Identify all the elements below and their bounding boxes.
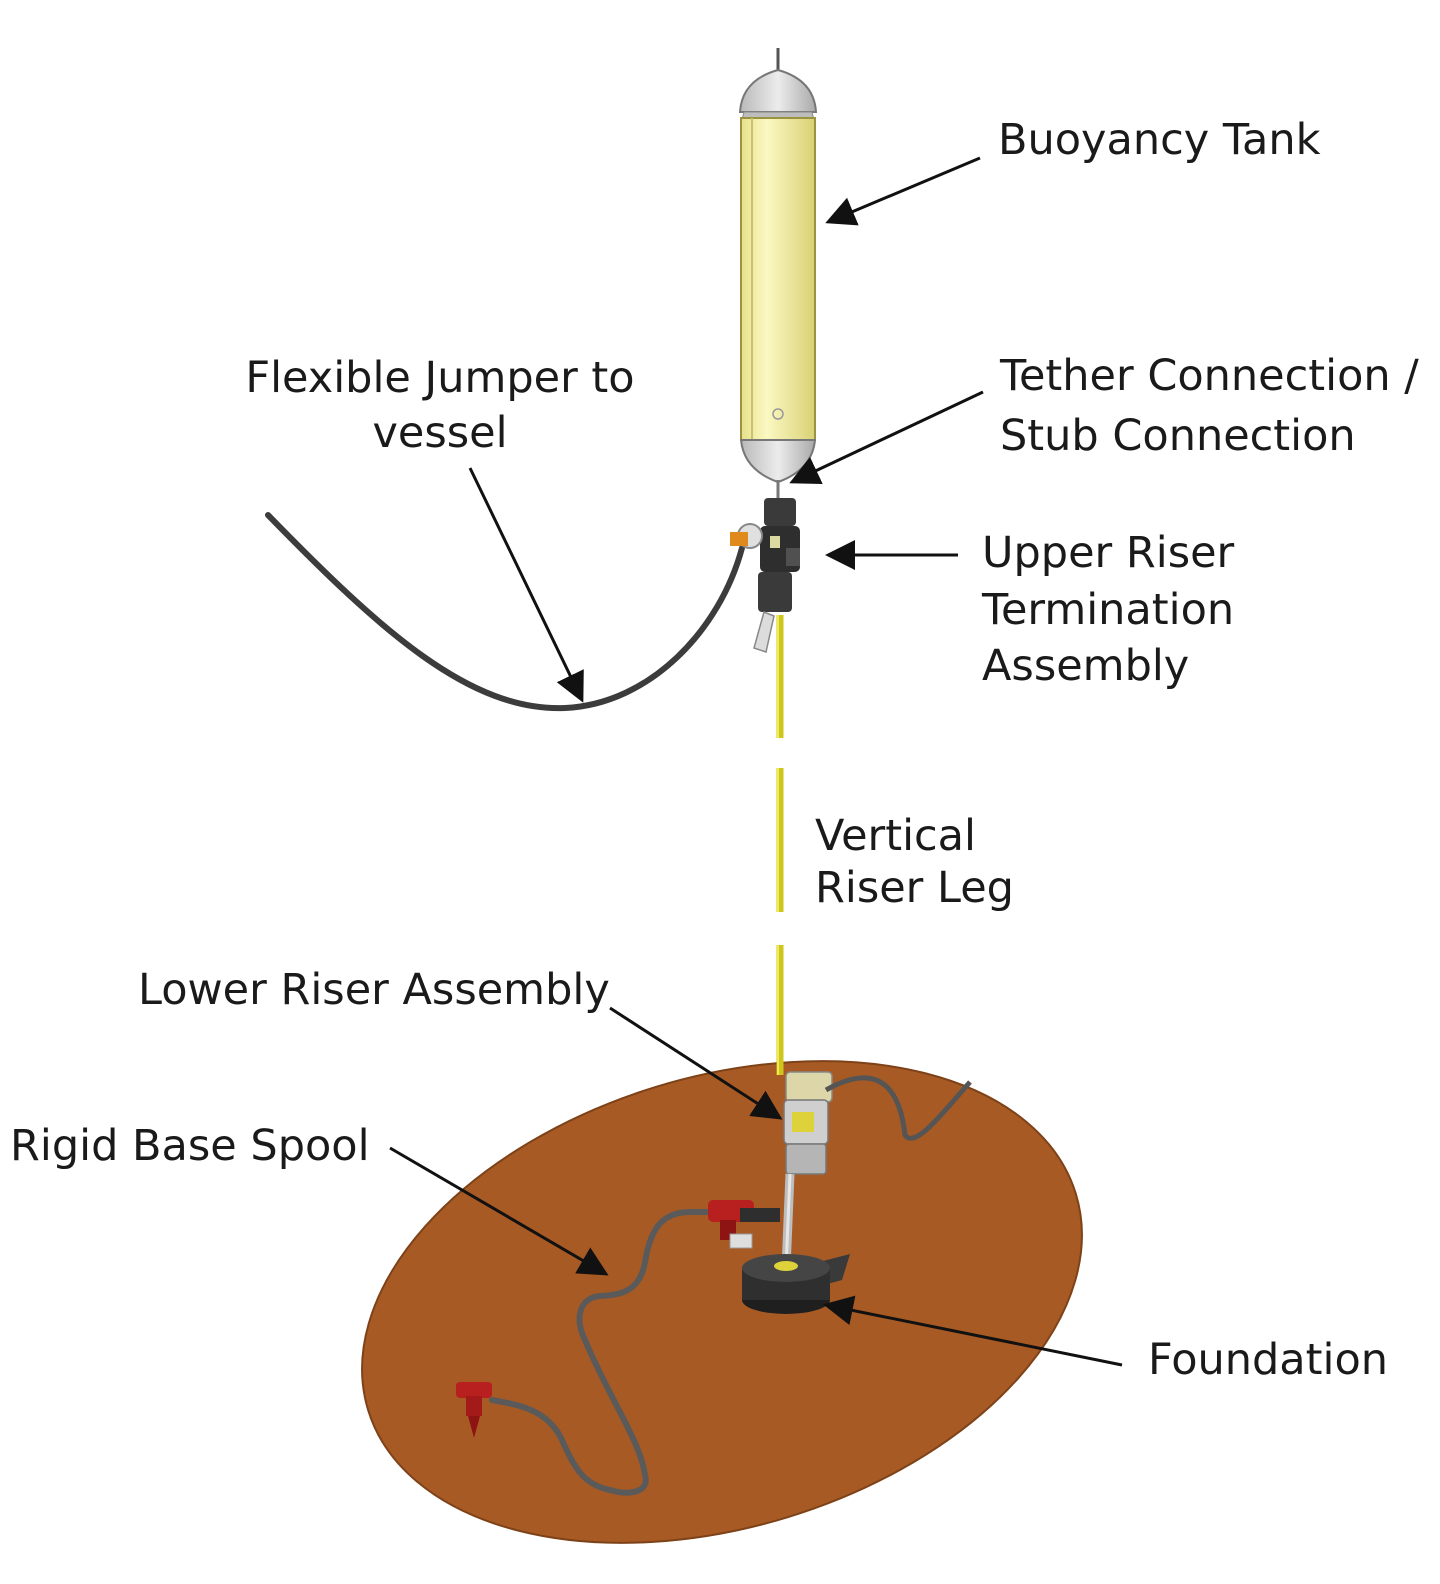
tether-connection-arrow <box>789 390 984 485</box>
buoyancy-tank <box>738 48 818 484</box>
lower-riser-arrow <box>609 1006 783 1120</box>
tether-connection-label-line2: Stub Connection <box>1000 411 1356 461</box>
foundation <box>742 1254 850 1314</box>
urta-label-line2: Termination <box>982 585 1235 635</box>
seabed <box>361 1060 1083 1544</box>
rigid-base-spool <box>489 1209 725 1496</box>
urta-label-line1: Upper Riser <box>982 528 1235 578</box>
foundation-label: Foundation <box>1148 1335 1389 1385</box>
base-valve <box>708 1200 780 1249</box>
jumper-arrow <box>468 467 584 703</box>
rigid-base-arrow <box>389 1146 609 1276</box>
buoyancy-tank-arrow <box>825 156 981 226</box>
flexible-jumper-label-line2: vessel <box>372 408 508 458</box>
lower-riser-assembly-label: Lower Riser Assembly <box>138 965 610 1015</box>
rigid-base-spool-label: Rigid Base Spool <box>10 1121 370 1171</box>
foundation-arrow <box>823 1295 1123 1367</box>
remote-valve <box>456 1382 492 1438</box>
vertical-riser-label-line2: Riser Leg <box>815 863 1014 913</box>
flexible-jumper <box>265 512 745 712</box>
flexible-jumper-label-line1: Flexible Jumper to <box>245 353 635 403</box>
lower-riser-assembly <box>781 1071 972 1269</box>
vertical-riser-label-line1: Vertical <box>815 811 976 861</box>
tether-connection-label-line1: Tether Connection / <box>1000 351 1419 401</box>
upper-riser-termination-assembly <box>730 498 800 653</box>
buoyancy-tank-label: Buoyancy Tank <box>998 115 1321 165</box>
urta-label-line3: Assembly <box>982 641 1190 691</box>
